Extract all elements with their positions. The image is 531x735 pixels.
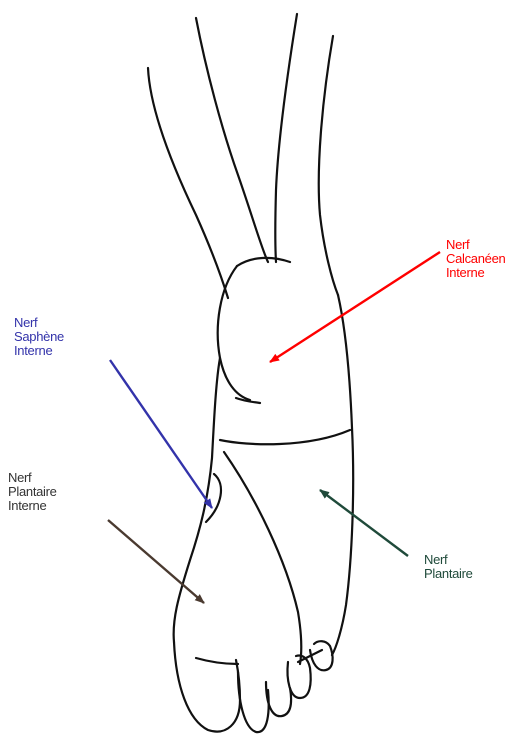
label-nerf-saphene-interne: Nerf Saphène Interne	[14, 316, 64, 358]
big-toe	[174, 642, 240, 732]
heel-band-line	[220, 430, 350, 444]
arrow-saphene	[110, 360, 212, 508]
label-line: Saphène	[14, 330, 64, 344]
big-toe-nail	[196, 658, 238, 664]
arrow-plantaire	[320, 490, 408, 556]
arrow-calcaneen	[270, 252, 440, 362]
second-toe	[238, 672, 269, 732]
label-line: Nerf	[424, 553, 473, 567]
leg-inner-right-line	[275, 14, 297, 262]
fifth-toe	[310, 641, 333, 670]
label-nerf-plantaire: Nerf Plantaire	[424, 553, 473, 581]
sole-outline-left	[174, 358, 220, 642]
label-line: Nerf	[14, 316, 64, 330]
sole-outline-right	[332, 295, 353, 655]
label-line: Plantaire	[8, 485, 57, 499]
label-line: Nerf	[8, 471, 57, 485]
label-nerf-plantaire-interne: Nerf Plantaire Interne	[8, 471, 57, 513]
medial-plantar-curve	[224, 452, 301, 664]
label-nerf-calcaneen-interne: Nerf Calcanéen Interne	[446, 238, 505, 280]
label-line: Nerf	[446, 238, 505, 252]
leg-inner-left-line	[196, 18, 268, 262]
label-line: Plantaire	[424, 567, 473, 581]
leg-outer-right-line	[319, 36, 338, 295]
heel-top-curve	[237, 258, 290, 266]
label-line: Interne	[446, 266, 505, 280]
label-line: Interne	[8, 499, 57, 513]
label-line: Interne	[14, 344, 64, 358]
label-line: Calcanéen	[446, 252, 505, 266]
third-toe	[266, 682, 291, 716]
heel-outline	[218, 266, 250, 400]
